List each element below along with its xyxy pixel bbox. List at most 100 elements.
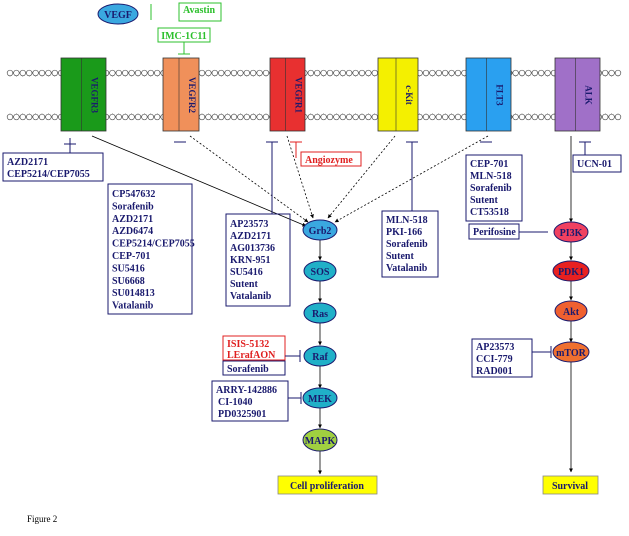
akt-label: Akt [563, 307, 580, 318]
drug-label: LErafAON [227, 350, 276, 361]
lipid-head [352, 69, 359, 77]
pi3k-pathway: PI3K PDK1 Akt mTOR [552, 221, 590, 473]
lipid-head [38, 69, 46, 77]
lipid-head [614, 69, 622, 77]
lipid-head [218, 113, 225, 121]
ras-label: Ras [312, 309, 328, 320]
drug-label: CI-1040 [218, 397, 252, 408]
drug-label: Vatalanib [230, 291, 272, 302]
receptor-label: VEGFR2 [187, 77, 197, 114]
lipid-head [218, 69, 225, 77]
mtor-label: mTOR [556, 348, 587, 359]
lipid-head [13, 113, 20, 121]
lipid-head [122, 113, 129, 121]
lipid-head [109, 69, 116, 77]
akt-node [554, 300, 588, 322]
lipid-head [429, 113, 436, 121]
lipid-head [19, 69, 26, 77]
lipid-head [608, 69, 615, 77]
lipid-head [602, 113, 609, 121]
grb2-label: Grb2 [309, 226, 332, 237]
drug-label: AP23573 [230, 219, 268, 230]
vegf-label: VEGF [104, 10, 132, 21]
lipid-head [230, 69, 238, 77]
lipid-head [448, 69, 455, 77]
lipid-head [262, 69, 270, 77]
lipid-head [358, 113, 366, 121]
lipid-head [45, 113, 52, 121]
cell-proliferation-label: Cell proliferation [290, 481, 364, 492]
pi3k-node [553, 221, 589, 243]
arrow-vegfr2-grb2 [189, 135, 309, 223]
lipid-head [326, 69, 334, 77]
drug-label: Vatalanib [112, 301, 154, 312]
receptor-label: VEGFR3 [90, 77, 100, 114]
lipid-head [211, 69, 218, 77]
lipid-head [371, 113, 378, 121]
lipid-head [525, 113, 532, 121]
cell-proliferation-box [277, 475, 378, 495]
survival-label: Survival [552, 481, 588, 492]
drug-label: MLN-518 [470, 171, 512, 182]
drug-label: CCI-779 [476, 354, 513, 365]
pdk1-node [552, 260, 590, 282]
lipid-head [422, 69, 430, 77]
lipid-head [51, 69, 58, 77]
lipid-head [320, 113, 327, 121]
drug-label: AZD2171 [7, 157, 48, 168]
pi3k-label: PI3K [560, 228, 583, 239]
lipid-head [141, 113, 148, 121]
receptor-label: VEGFR1 [294, 77, 304, 114]
drug-label: MLN-518 [386, 215, 428, 226]
lipid-head [115, 113, 122, 121]
lipid-head [6, 113, 14, 121]
mapk-node [302, 428, 338, 452]
lipid-head [614, 113, 622, 121]
lipid-head [45, 69, 52, 77]
lipid-head [250, 113, 257, 121]
survival-box [542, 475, 599, 495]
lipid-head [512, 113, 519, 121]
arrow-vegfr1-grb2 [286, 135, 314, 219]
lipid-head [544, 69, 551, 77]
lipid-head [326, 113, 334, 121]
drug-label: CEP5214/CEP7055 [112, 239, 195, 250]
lipid-head [333, 69, 340, 77]
lipid-head [26, 69, 33, 77]
lipid-head [237, 113, 244, 121]
lipid-head [134, 69, 142, 77]
lipid-head [525, 69, 532, 77]
receptor-vegfr1: VEGFR1 [269, 57, 306, 132]
perifosine-box: Perifosine [468, 223, 520, 240]
mtor-node [552, 341, 590, 363]
lipid-head [442, 69, 449, 77]
lipid-head [147, 69, 154, 77]
lipid-head [134, 113, 142, 121]
raf-node [303, 345, 337, 367]
lipid-head [128, 113, 135, 121]
lipid-head [250, 69, 257, 77]
lipid-head [154, 69, 161, 77]
drug-label: ARRY-142886 [216, 385, 277, 396]
drug-label: CT53518 [470, 207, 509, 218]
lipid-head [141, 69, 148, 77]
lipid-head [128, 69, 135, 77]
drug-label: CEP5214/CEP7055 [7, 169, 90, 180]
lipid-head [205, 113, 212, 121]
lipid-head [531, 113, 538, 121]
drug-label: RAD001 [476, 366, 513, 377]
lipid-head [147, 113, 154, 121]
drug-label: PKI-166 [386, 227, 422, 238]
lipid-head [435, 113, 442, 121]
mapk-pathway: Grb2 SOS Ras Raf MEK MAPK [302, 219, 338, 475]
vegfr1-inhibitor-box: AP23573AZD2171AG013736KRN-951SU5416Suten… [225, 213, 291, 307]
drug-label: CP547632 [112, 189, 155, 200]
lipid-head [512, 69, 519, 77]
ucn-box: UCN-01 [572, 154, 622, 173]
lipid-head [602, 69, 609, 77]
drug-label: AG013736 [230, 243, 275, 254]
drug-label: Sutent [230, 279, 258, 290]
